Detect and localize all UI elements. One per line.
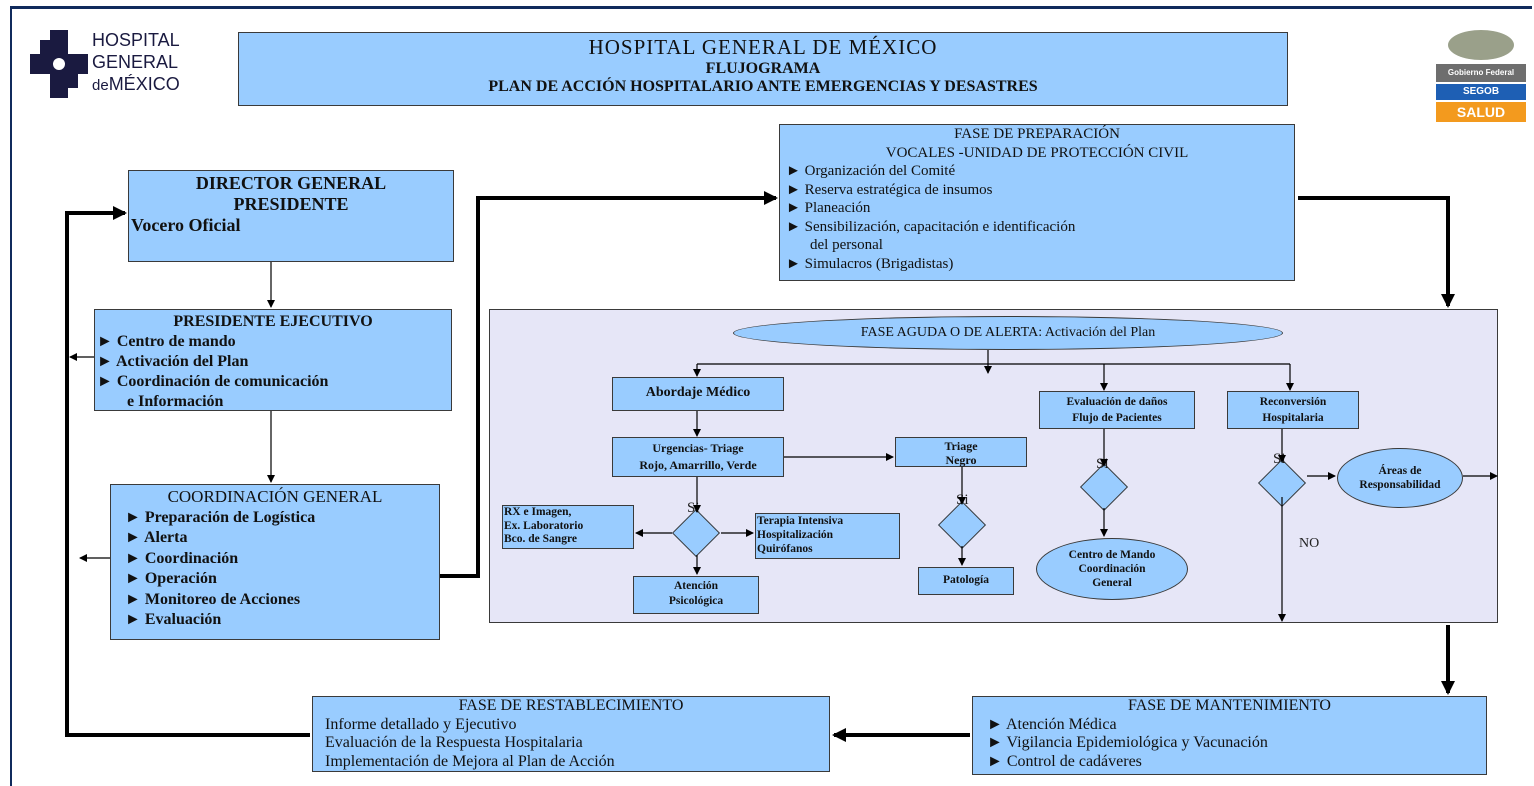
mantenimiento-item: Vigilancia Epidemiológica y Vacunación — [973, 734, 1486, 753]
presidente-item: Activación del Plan — [95, 352, 451, 372]
mantenimiento-item: Control de cadáveres — [973, 753, 1486, 772]
terapia-intensiva-box: Terapia Intensiva Hospitalización Quiróf… — [755, 513, 900, 559]
preparacion-subtitle: VOCALES -UNIDAD DE PROTECCIÓN CIVIL — [885, 144, 1189, 161]
terapia-line-3: Quirófanos — [757, 543, 813, 555]
no-label: NO — [1299, 536, 1320, 551]
urgencias-line-1: Urgencias- Triage — [652, 441, 744, 455]
mantenimiento-item: Atención Médica — [973, 716, 1486, 735]
presidente-continuation: e Información — [127, 393, 224, 410]
centro-line-2: Coordinación — [1078, 563, 1146, 575]
eagle-seal-icon — [1448, 30, 1514, 60]
si-label-reconversion: Si — [1273, 451, 1286, 467]
areas-line-1: Áreas de — [1378, 465, 1422, 477]
rx-line-1: RX e Imagen, — [504, 506, 572, 518]
reconversion-line-2: Hospitalaria — [1262, 412, 1324, 424]
coordinacion-item: Evaluación — [111, 610, 439, 631]
header-plan: PLAN DE ACCIÓN HOSPITALARIO ANTE EMERGEN… — [488, 78, 1038, 95]
preparacion-item: Organización del Comité — [780, 162, 1294, 181]
hospital-cross-icon — [30, 30, 88, 98]
fase-mantenimiento-box: FASE DE MANTENIMIENTO Atención Médica Vi… — [972, 696, 1487, 775]
areas-responsabilidad-ellipse: Áreas de Responsabilidad — [1337, 448, 1463, 508]
si-label-triage: Si — [956, 492, 969, 508]
restablecimiento-title: FASE DE RESTABLECIMIENTO — [458, 697, 684, 714]
logo-line-3: deMÉXICO — [92, 74, 180, 96]
evaluacion-danos-box: Evaluación de daños Flujo de Pacientes — [1039, 391, 1195, 429]
centro-line-1: Centro de Mando — [1068, 549, 1156, 561]
coordinacion-general-box: COORDINACIÓN GENERAL Preparación de Logí… — [110, 484, 440, 640]
director-role: PRESIDENTE — [233, 194, 349, 214]
header-subtitle: FLUJOGRAMA — [705, 60, 821, 77]
rx-line-3: Bco. de Sangre — [504, 533, 577, 545]
si-label-evaluacion: Si — [1096, 456, 1109, 472]
fase-aguda-ellipse: FASE AGUDA O DE ALERTA: Activación del P… — [733, 316, 1283, 350]
preparacion-title: FASE DE PREPARACIÓN — [954, 126, 1120, 142]
presidente-item: Coordinación de comunicación — [95, 372, 451, 392]
header-title: HOSPITAL GENERAL DE MÉXICO — [588, 35, 938, 59]
centro-line-3: General — [1092, 577, 1132, 589]
restablecimiento-item: Informe detallado y Ejecutivo — [325, 715, 517, 733]
director-title: DIRECTOR GENERAL — [195, 173, 387, 193]
preparacion-item: Simulacros (Brigadistas) — [780, 255, 1294, 274]
patologia-box: Patología — [918, 567, 1014, 595]
fase-preparacion-box: FASE DE PREPARACIÓN VOCALES -UNIDAD DE P… — [779, 124, 1295, 281]
urgencias-line-2: Rojo, Amarrillo, Verde — [639, 458, 757, 472]
triage-line-1: Triage — [944, 439, 978, 453]
preparacion-item: Planeación — [780, 199, 1294, 218]
presidente-ejecutivo-box: PRESIDENTE EJECUTIVO Centro de mando Act… — [94, 309, 452, 411]
presidente-item: Centro de mando — [95, 332, 451, 352]
presidente-title: PRESIDENTE EJECUTIVO — [173, 313, 373, 330]
evaluacion-line-1: Evaluación de daños — [1066, 396, 1168, 408]
gobierno-band: Gobierno Federal — [1436, 64, 1526, 82]
atencion-line-1: Atención — [673, 580, 719, 592]
centro-mando-ellipse: Centro de Mando Coordinación General — [1036, 538, 1188, 600]
salud-band: SALUD — [1436, 102, 1526, 122]
coordinacion-item: Alerta — [111, 528, 439, 549]
director-vocero: Vocero Oficial — [131, 215, 241, 235]
abordaje-medico-box: Abordaje Médico — [612, 377, 784, 411]
preparacion-item: Sensibilización, capacitación e identifi… — [780, 218, 1294, 237]
logo-line-3-prefix: de — [92, 77, 109, 94]
terapia-line-2: Hospitalización — [757, 529, 834, 541]
logo-line-3-main: MÉXICO — [108, 74, 180, 94]
atencion-psicologica-box: Atención Psicológica — [633, 576, 759, 614]
fase-restablecimiento-box: FASE DE RESTABLECIMIENTO Informe detalla… — [312, 696, 830, 772]
reconversion-line-1: Reconversión — [1259, 396, 1327, 408]
evaluacion-line-2: Flujo de Pacientes — [1072, 412, 1162, 424]
triage-line-2: Negro — [945, 453, 977, 467]
si-label-urgencias: Si — [687, 500, 700, 516]
restablecimiento-item: Implementación de Mejora al Plan de Acci… — [325, 752, 615, 770]
preparacion-continuation: del personal — [810, 237, 883, 253]
coordinacion-item: Coordinación — [111, 549, 439, 570]
urgencias-triage-box: Urgencias- Triage Rojo, Amarrillo, Verde — [612, 437, 784, 477]
triage-negro-box: Triage Negro — [895, 437, 1027, 467]
rx-line-2: Ex. Laboratorio — [504, 519, 584, 532]
logo-line-2: GENERAL — [92, 52, 179, 72]
segob-band: SEGOB — [1436, 84, 1526, 100]
government-logo: Gobierno Federal SEGOB SALUD — [1436, 30, 1526, 122]
header-box: HOSPITAL GENERAL DE MÉXICO FLUJOGRAMA PL… — [238, 32, 1288, 106]
director-general-box: DIRECTOR GENERAL PRESIDENTE Vocero Ofici… — [128, 170, 454, 262]
atencion-line-2: Psicológica — [668, 595, 724, 607]
coordinacion-item: Preparación de Logística — [111, 508, 439, 529]
coordinacion-title: COORDINACIÓN GENERAL — [167, 487, 383, 506]
coordinacion-item: Operación — [111, 569, 439, 590]
rx-imagen-box: RX e Imagen, Ex. Laboratorio Bco. de San… — [502, 505, 634, 549]
mantenimiento-title: FASE DE MANTENIMIENTO — [1128, 697, 1331, 714]
preparacion-item: Reserva estratégica de insumos — [780, 181, 1294, 200]
page-frame — [10, 6, 1532, 786]
hospital-logo: HOSPITAL GENERAL deMÉXICO — [30, 30, 190, 102]
restablecimiento-item: Evaluación de la Respuesta Hospitalaria — [325, 734, 583, 751]
logo-line-1: HOSPITAL — [92, 30, 180, 50]
coordinacion-item: Monitoreo de Acciones — [111, 590, 439, 611]
terapia-line-1: Terapia Intensiva — [757, 515, 844, 527]
areas-line-2: Responsabilidad — [1359, 479, 1441, 491]
reconversion-box: Reconversión Hospitalaria — [1227, 391, 1359, 429]
